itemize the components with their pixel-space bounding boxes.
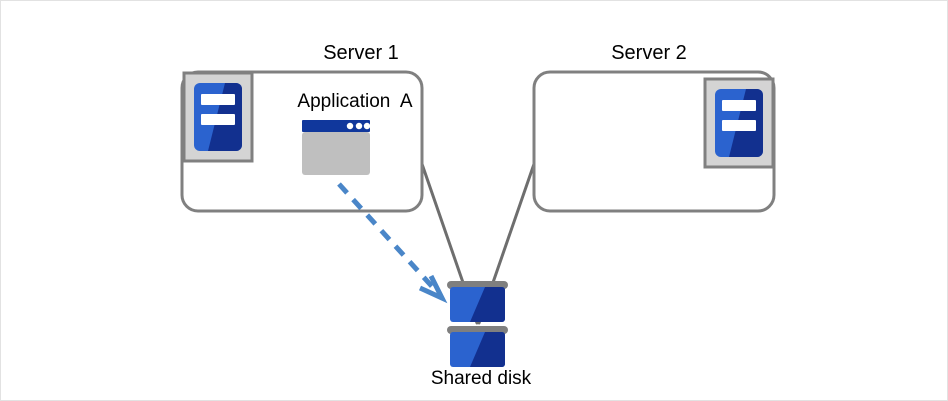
server-icon-bar-2 [722,120,756,131]
dashed-arrow-icon [337,182,448,304]
window-dot-3 [363,122,371,130]
window-dot-2 [355,122,363,130]
window-titlebar [302,120,370,132]
server-icon-bar-2 [201,114,235,125]
server-icon [703,77,775,169]
dashed-arrow-line [337,182,440,295]
shared-disk-label: Shared disk [430,368,532,389]
application-a-label: Application A [297,91,413,112]
dashed-arrow-head [418,274,448,304]
server-icon [182,71,254,163]
server-icon-bar-1 [722,100,756,111]
disk-icon[interactable] [447,281,508,367]
application-window-icon[interactable] [302,120,371,175]
window-body [302,132,370,175]
server-1-title: Server 1 [323,42,399,64]
server-icon-bar-1 [201,94,235,105]
server-2-title: Server 2 [611,42,687,64]
window-dot-1 [346,122,354,130]
